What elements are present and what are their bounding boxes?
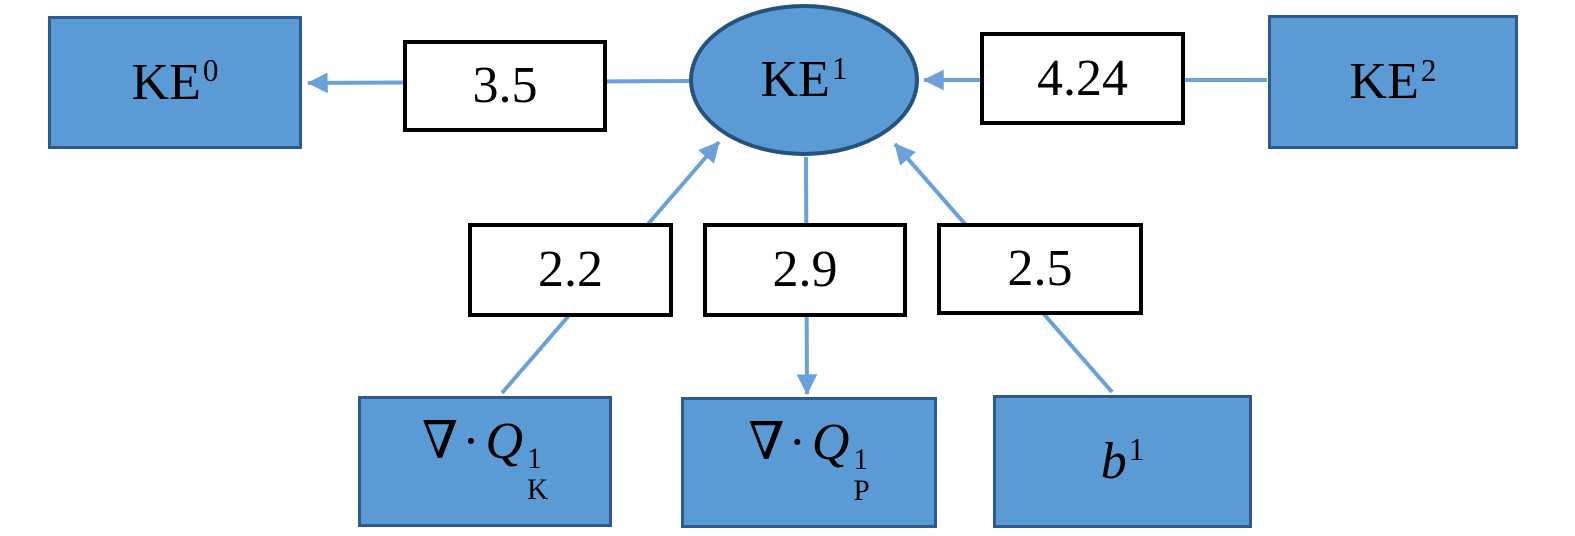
node-ke0: KE0 [48,16,302,149]
node-ke2-label: KE2 [1349,52,1437,110]
node-b1-label: b1 [1100,432,1145,490]
edge-value-label: 3.5 [472,57,538,114]
node-divergence-qk-subscript: K [527,474,549,507]
nabla-dot-symbol: ∇· [421,413,484,471]
edge-value-ke2-to-ke1: 4.24 [980,32,1185,125]
edge-value-label: 2.9 [772,241,838,298]
node-ke2-superscript: 2 [1420,52,1437,88]
node-divergence-qk-variable: Q [485,413,524,471]
edge-value-divergence-qk-to-ke1: 2.2 [468,223,673,317]
node-divergence-qp-variable: Q [811,414,850,472]
node-b1-superscript: 1 [1128,432,1145,468]
node-divergence-qk-superscript: 1 [527,442,542,475]
edge-value-ke1-to-ke0: 3.5 [403,40,607,132]
edge-value-label: 2.2 [538,241,603,298]
node-ke0-base: KE [131,53,201,111]
edge-value-label: 2.5 [1007,240,1073,297]
node-b1-variable: b [1100,432,1127,490]
node-ke1-ellipse: KE1 [689,4,919,156]
node-ke1-superscript: 1 [831,50,848,86]
node-ke2: KE2 [1268,15,1518,149]
node-divergence-qp-superscript: 1 [853,443,869,476]
node-ke0-label: KE0 [131,53,219,111]
node-ke2-base: KE [1349,53,1419,110]
edge-value-label: 4.24 [1037,49,1128,107]
node-ke0-superscript: 0 [202,53,219,89]
node-ke1-base: KE [760,51,830,108]
edge-value-ke1-to-divergence-qp: 2.9 [703,223,907,317]
nabla-dot-symbol: ∇· [748,414,810,472]
node-ke1-label: KE1 [760,50,848,108]
node-b1: b1 [993,395,1252,528]
node-divergence-qp-subscript: P [853,475,870,508]
edge-value-b1-to-ke1: 2.5 [937,223,1143,315]
